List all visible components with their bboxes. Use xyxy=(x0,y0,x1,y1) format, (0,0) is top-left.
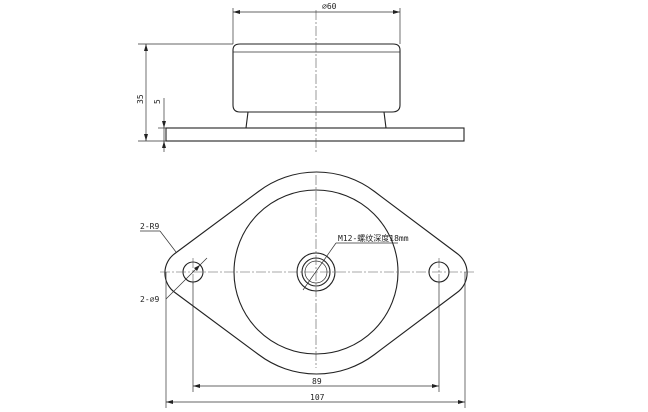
dim-height-total-label: 35 xyxy=(136,94,145,104)
label-thread: M12-螺纹深度18mm xyxy=(338,233,409,243)
dim-flange-thickness-label: 5 xyxy=(153,99,162,104)
label-holes-radius: 2-R9 xyxy=(140,222,159,231)
dim-hole-spacing-label: 89 xyxy=(312,377,322,386)
dimension-diameter-top: ∅60 xyxy=(232,2,401,44)
leader-thread: M12-螺纹深度18mm xyxy=(302,233,409,291)
dimension-overall-length: 107 xyxy=(165,272,466,408)
dimension-hole-spacing: 89 xyxy=(192,282,440,392)
dimension-flange-thickness: 5 xyxy=(153,98,166,152)
side-view: ∅60 35 5 xyxy=(136,2,465,152)
side-view-cup xyxy=(232,43,401,113)
top-view: 2-R9 2-∅9 M12-螺纹深度18mm 89 107 xyxy=(140,171,474,408)
side-view-neck xyxy=(245,111,387,129)
label-holes-diameter: 2-∅9 xyxy=(140,295,159,304)
side-view-flange xyxy=(165,127,465,142)
top-view-flange-outline xyxy=(164,171,468,375)
dimension-height-total: 35 xyxy=(136,43,233,142)
dim-overall-length-label: 107 xyxy=(310,393,325,402)
leader-holes-radius: 2-R9 xyxy=(140,222,177,253)
leader-holes-diameter: 2-∅9 xyxy=(140,257,208,304)
dim-diameter-top-label: ∅60 xyxy=(322,2,337,11)
